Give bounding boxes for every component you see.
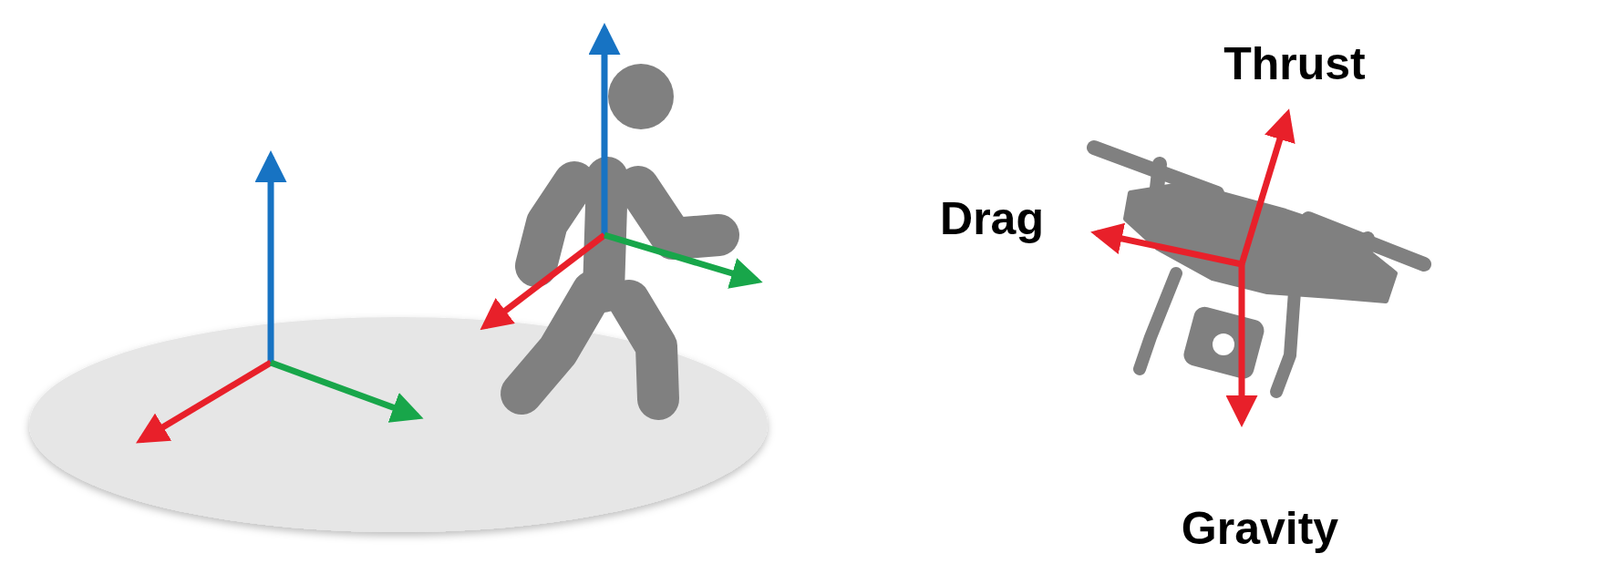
world-frame [141, 156, 418, 441]
force-label: Gravity [1181, 505, 1339, 552]
force-arrows [1096, 114, 1288, 422]
person-figure [521, 63, 719, 400]
drone-figure [1094, 147, 1425, 393]
force-label: Drag [939, 196, 1044, 242]
force-label: Thrust [1223, 41, 1366, 87]
body-frame [485, 29, 757, 327]
